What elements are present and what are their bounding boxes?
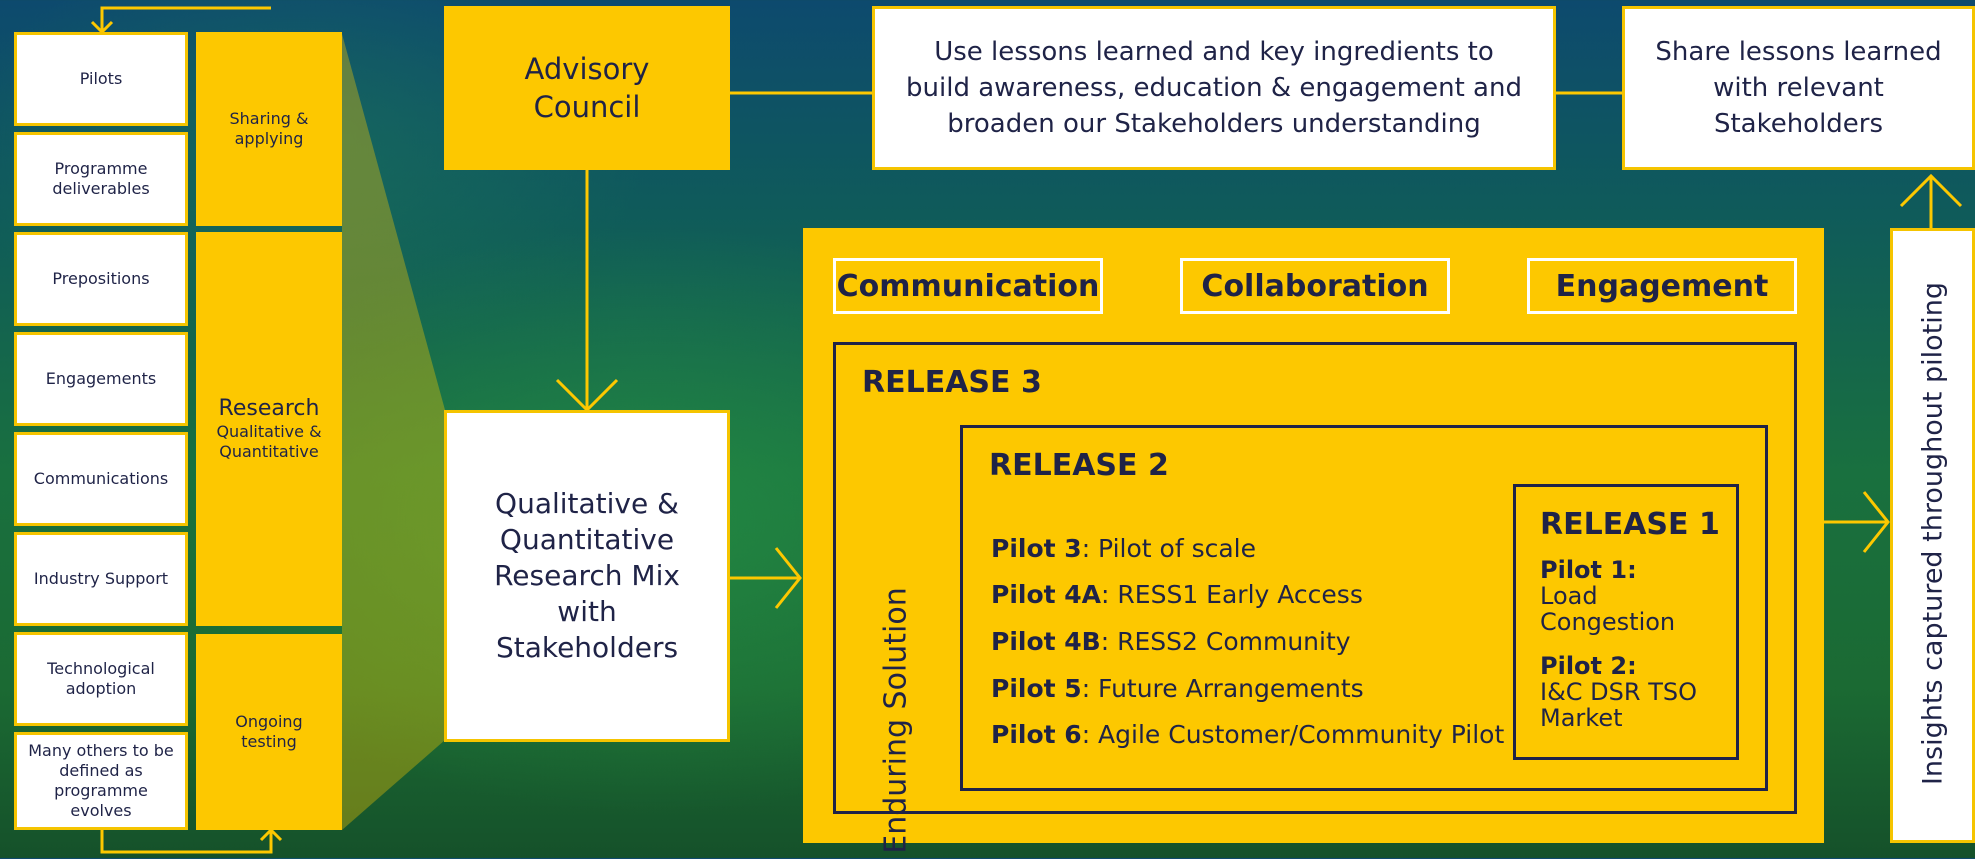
pilot-6-item: Pilot 6: Agile Customer/Community Pilot xyxy=(991,720,1504,749)
pilot-5-item: Pilot 5: Future Arrangements xyxy=(991,674,1364,703)
pilot-desc: : RESS2 Community xyxy=(1100,627,1351,656)
insights-label: Insights captured throughout piloting xyxy=(1917,281,1948,785)
pilot-desc: : Pilot of scale xyxy=(1081,534,1256,563)
pillar-label: Collaboration xyxy=(1201,268,1429,304)
phase-research-title: Research xyxy=(218,396,320,421)
left-item-communications: Communications xyxy=(14,432,188,526)
left-item-label: Pilots xyxy=(79,69,123,88)
lessons-learned-box: Use lessons learned and key ingredients … xyxy=(872,6,1556,170)
left-item-pilots: Pilots xyxy=(14,32,188,126)
phase-sharing-label: Sharing & applying xyxy=(229,109,309,148)
advisory-council-label: Advisory Council xyxy=(524,52,650,124)
release-1-pilot-1: Pilot 1: Load Congestion xyxy=(1540,557,1730,635)
left-item-label: Industry Support xyxy=(33,569,169,588)
left-item-many-others: Many others to be defined as programme e… xyxy=(14,732,188,830)
pilot-1-desc: Load Congestion xyxy=(1540,582,1676,636)
left-item-label: Many others to be defined as programme e… xyxy=(28,741,174,820)
pilot-name: Pilot 5 xyxy=(991,674,1082,703)
left-item-technological-adoption: Technological adoption xyxy=(14,632,188,726)
lessons-learned-text: Use lessons learned and key ingredients … xyxy=(906,37,1522,139)
pilot-name: Pilot 6 xyxy=(991,720,1082,749)
pilot-name: Pilot 4A xyxy=(991,580,1102,609)
share-lessons-text: Share lessons learned with relevant Stak… xyxy=(1655,37,1942,139)
left-item-label: Technological adoption xyxy=(47,659,155,698)
pillar-collaboration: Collaboration xyxy=(1180,258,1450,314)
pilot-desc: : Agile Customer/Community Pilot xyxy=(1081,720,1505,749)
left-item-label: Engagements xyxy=(45,369,157,388)
pilot-desc: : RESS1 Early Access xyxy=(1101,580,1363,609)
phase-sharing: Sharing & applying xyxy=(196,32,342,226)
release-3-title: RELEASE 3 xyxy=(862,365,1042,400)
release-2-title: RELEASE 2 xyxy=(989,448,1169,483)
release-block: Communication Collaboration Engagement R… xyxy=(803,228,1824,854)
pilot-name: Pilot 4B xyxy=(991,627,1101,656)
phase-research-sub: Qualitative & Quantitative xyxy=(216,422,322,461)
pilot-3-item: Pilot 3: Pilot of scale xyxy=(991,534,1256,563)
phase-research: Research Qualitative & Quantitative xyxy=(196,232,342,626)
share-lessons-box: Share lessons learned with relevant Stak… xyxy=(1622,6,1975,170)
pillar-label: Communication xyxy=(836,268,1100,304)
phase-testing: Ongoing testing xyxy=(196,634,342,830)
release-1-title: RELEASE 1 xyxy=(1540,507,1720,542)
left-item-prepositions: Prepositions xyxy=(14,232,188,326)
left-item-label: Programme deliverables xyxy=(52,159,150,198)
pillar-communication: Communication xyxy=(833,258,1103,314)
insights-box: Insights captured throughout piloting xyxy=(1890,228,1975,843)
release-2-box: RELEASE 2 Pilot 3: Pilot of scale Pilot … xyxy=(960,425,1768,791)
pilot-1-name: Pilot 1 xyxy=(1540,556,1628,584)
left-item-label: Communications xyxy=(33,469,169,488)
release-1-box: RELEASE 1 Pilot 1: Load Congestion Pilot… xyxy=(1513,484,1739,760)
pilot-name: Pilot 3 xyxy=(991,534,1082,563)
release-2-pilot-list: Pilot 3: Pilot of scale Pilot 4A: RESS1 … xyxy=(991,534,1511,774)
pillar-label: Engagement xyxy=(1555,268,1769,304)
phase-testing-label: Ongoing testing xyxy=(235,712,303,751)
pilot-desc: : Future Arrangements xyxy=(1081,674,1364,703)
research-mix-box: Qualitative & Quantitative Research Mix … xyxy=(444,410,730,742)
pilot-2-colon: : xyxy=(1627,652,1637,680)
left-item-engagements: Engagements xyxy=(14,332,188,426)
release-3-box: RELEASE 3 Enduring Solution RELEASE 2 Pi… xyxy=(833,342,1797,854)
left-item-programme-deliverables: Programme deliverables xyxy=(14,132,188,226)
research-mix-text: Qualitative & Quantitative Research Mix … xyxy=(494,487,680,664)
release-1-pilot-2: Pilot 2: I&C DSR TSO Market xyxy=(1540,653,1730,731)
funnel-shape xyxy=(342,34,445,830)
advisory-council-box: Advisory Council xyxy=(444,6,730,170)
pilot-4a-item: Pilot 4A: RESS1 Early Access xyxy=(991,580,1363,609)
pilot-1-colon: : xyxy=(1627,556,1637,584)
pilot-2-desc: I&C DSR TSO Market xyxy=(1540,678,1697,732)
pilot-2-name: Pilot 2 xyxy=(1540,652,1628,680)
left-item-label: Prepositions xyxy=(52,269,150,288)
left-item-industry-support: Industry Support xyxy=(14,532,188,626)
pilot-4b-item: Pilot 4B: RESS2 Community xyxy=(991,627,1351,656)
enduring-solution-label: Enduring Solution xyxy=(878,587,914,854)
pillar-engagement: Engagement xyxy=(1527,258,1797,314)
